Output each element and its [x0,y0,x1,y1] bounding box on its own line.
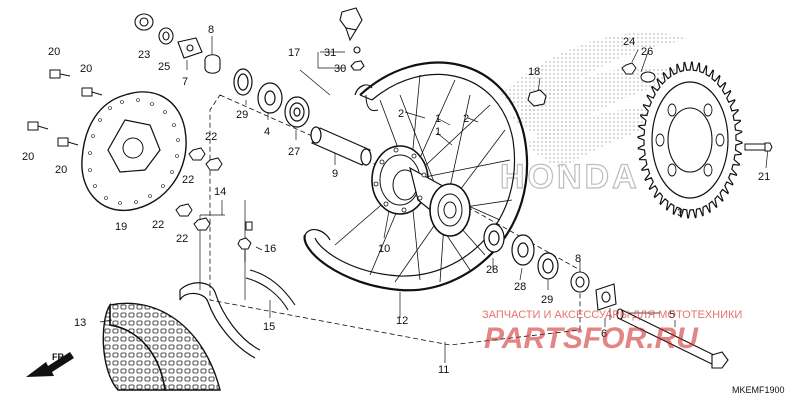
watermark: ЗАПЧАСТИ И АКСЕССУАРЫ ДЛЯ МОТОТЕХНИКИ PA… [482,309,742,355]
part-label: 22 [152,219,164,231]
rim [303,61,529,292]
part-label: 29 [541,294,553,306]
part-label: 13 [74,317,86,329]
part-label: 17 [288,47,300,59]
part-label: 22 [176,233,188,245]
assembly-outline [209,94,581,346]
part-label: 19 [115,221,127,233]
part-label: 14 [214,186,226,198]
tire [102,302,221,391]
part-label: 6 [601,328,607,340]
part-label: 25 [158,61,170,73]
part-label: 12 [396,315,408,327]
rim-lock-nut [527,89,547,107]
part-label: 23 [138,49,150,61]
diagram-code: MKEMF1900 [732,385,785,395]
honda-brand-text: HONDA [500,158,640,196]
disc-bolts [27,69,103,147]
part-label: 9 [332,168,338,180]
disc-nuts [175,147,223,231]
distance-collar [310,126,372,166]
sensor-bracket [339,7,365,71]
part-label: 16 [264,243,276,255]
part-label: 31 [324,47,336,59]
part-label: 1 [435,113,441,125]
part-label: 28 [486,264,498,276]
axle-parts [570,271,729,369]
right-bearings [483,223,559,280]
rear-hub [371,145,471,237]
part-label: 18 [528,66,540,78]
top-left-parts [134,13,221,74]
part-label: 8 [208,24,214,36]
part-label: 29 [236,109,248,121]
part-label: 20 [55,164,67,176]
rim-band [245,269,296,311]
watermark-logo: PARTSFOR.RU [484,322,699,355]
part-label: 1 [435,126,441,138]
part-label: 7 [182,76,188,88]
part-label: 8 [575,253,581,265]
driven-sprocket [637,61,743,219]
part-label: 27 [288,146,300,158]
tube-valve [237,221,253,262]
left-bearings [233,68,310,128]
part-label: 11 [438,364,449,376]
part-label: 20 [80,63,92,75]
part-label: 5 [669,309,675,321]
part-label: 20 [22,151,34,163]
part-label: 10 [378,243,390,255]
part-label: 30 [334,63,346,75]
part-label: 2 [463,113,469,125]
part-number-labels: 1 1 2 2 3 4 5 6 7 8 8 9 10 11 12 13 14 1… [22,24,770,376]
part-label: 22 [182,174,194,186]
part-label: 2 [398,108,404,120]
front-direction-arrow: FR. [26,352,74,377]
front-direction-text: FR. [52,352,67,362]
part-label: 24 [623,36,635,48]
part-label: 20 [48,46,60,58]
watermark-caption: ЗАПЧАСТИ И АКСЕССУАРЫ ДЛЯ МОТОТЕХНИКИ [482,309,742,321]
part-label: 21 [758,171,770,183]
part-label: 4 [264,126,270,138]
inner-tube [179,282,261,359]
part-label: 3 [677,207,683,219]
part-label: 26 [641,46,653,58]
part-label: 22 [205,131,217,143]
sprocket-fasteners [621,62,773,152]
part-label: 15 [263,321,275,333]
brake-disc [81,91,187,212]
part-label: 28 [514,281,526,293]
